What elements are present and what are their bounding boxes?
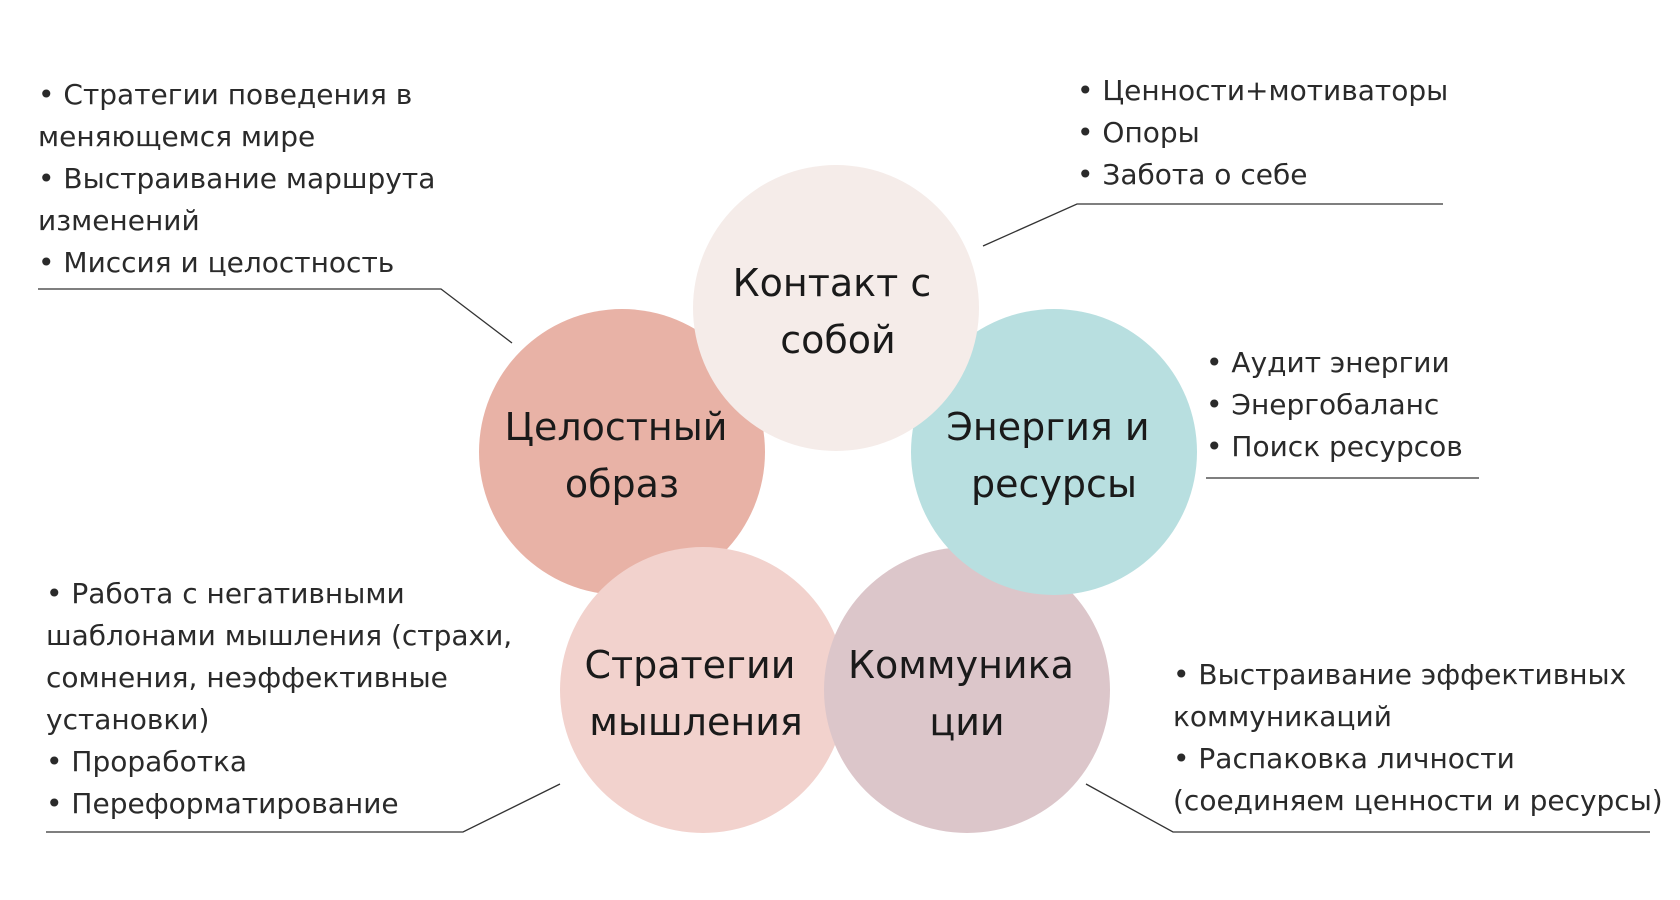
circle-thinking [560, 547, 846, 833]
note-line: • Опоры [1077, 116, 1200, 149]
circle-communication [824, 547, 1110, 833]
circle-energy [911, 309, 1197, 595]
note-right: • Аудит энергии • Энергобаланс • Поиск р… [1206, 342, 1463, 468]
note-line: сомнения, неэффективные [46, 661, 448, 694]
note-top-right: • Ценности+мотиваторы • Опоры • Забота о… [1077, 70, 1448, 196]
note-line: • Выстраивание эффективных [1173, 658, 1627, 691]
note-bottom-left: • Работа с негативными шаблонами мышлени… [46, 573, 512, 825]
note-top-left: • Стратегии поведения в меняющемся мире … [38, 74, 435, 284]
connector-bottom-right [1085, 783, 1650, 833]
connectors [38, 203, 1650, 833]
connector-top-right [982, 203, 1443, 247]
note-bottom-right: • Выстраивание эффективных коммуникаций … [1173, 654, 1663, 822]
note-line: шаблонами мышления (страхи, [46, 619, 513, 652]
note-line: • Миссия и целостность [38, 246, 395, 279]
connector-top-left [38, 288, 513, 344]
note-line: • Энергобаланс [1206, 388, 1440, 421]
note-line: меняющемся мире [38, 120, 316, 153]
connector-bottom-left [46, 783, 561, 833]
note-line: изменений [38, 204, 200, 237]
label-thinking: Стратегии мышления [584, 643, 807, 744]
note-line: (соединяем ценности и ресурсы) [1173, 784, 1663, 817]
note-line: • Забота о себе [1077, 158, 1308, 191]
note-line: • Проработка [46, 745, 248, 778]
label-communication: Коммуника ции [848, 643, 1086, 744]
note-line: • Аудит энергии [1206, 346, 1450, 379]
circle-contact [693, 165, 979, 451]
note-line: коммуникаций [1173, 700, 1392, 733]
note-line: • Выстраивание маршрута [38, 162, 436, 195]
circle-integrity [479, 309, 765, 595]
note-line: • Переформатирование [46, 787, 399, 820]
note-line: • Распаковка личности [1173, 742, 1515, 775]
note-line: • Стратегии поведения в [38, 78, 413, 111]
label-energy: Энергия и ресурсы [946, 405, 1161, 506]
note-line: установки) [46, 703, 210, 736]
note-line: • Ценности+мотиваторы [1077, 74, 1449, 107]
label-integrity: Целостный образ [504, 405, 739, 506]
label-contact: Контакт с собой [733, 261, 944, 362]
note-line: • Работа с негативными [46, 577, 405, 610]
note-line: • Поиск ресурсов [1206, 430, 1463, 463]
